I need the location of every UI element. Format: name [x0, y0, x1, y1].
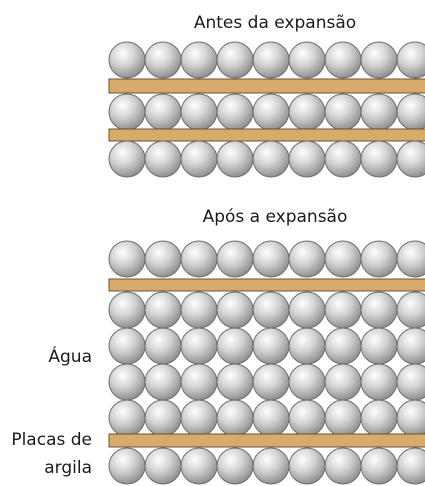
water-sphere — [360, 41, 398, 79]
title-after: Após a expansão — [203, 207, 348, 227]
water-sphere — [144, 447, 182, 485]
water-sphere — [324, 140, 362, 178]
water-sphere — [288, 41, 326, 79]
water-sphere — [144, 327, 182, 365]
water-sphere — [396, 41, 425, 79]
water-sphere — [396, 327, 425, 365]
water-sphere — [108, 327, 146, 365]
water-sphere — [144, 363, 182, 401]
water-sphere — [216, 291, 254, 329]
water-sphere — [288, 447, 326, 485]
water-sphere — [252, 93, 290, 131]
water-sphere — [360, 363, 398, 401]
water-sphere — [216, 240, 254, 278]
water-sphere — [216, 327, 254, 365]
water-sphere — [252, 140, 290, 178]
water-sphere — [252, 41, 290, 79]
water-sphere — [216, 140, 254, 178]
water-sphere — [396, 140, 425, 178]
after-expansion-stack — [108, 240, 425, 485]
water-sphere — [324, 291, 362, 329]
water-sphere — [252, 399, 290, 437]
water-sphere — [216, 93, 254, 131]
water-sphere — [360, 291, 398, 329]
clay-plate — [108, 278, 425, 292]
water-sphere — [288, 240, 326, 278]
water-sphere — [108, 240, 146, 278]
water-sphere — [396, 93, 425, 131]
water-sphere — [324, 363, 362, 401]
water-sphere — [396, 399, 425, 437]
water-sphere — [216, 447, 254, 485]
water-sphere — [288, 93, 326, 131]
water-sphere — [108, 363, 146, 401]
water-sphere — [360, 447, 398, 485]
water-sphere — [180, 93, 218, 131]
water-sphere — [324, 327, 362, 365]
water-sphere — [252, 291, 290, 329]
label-water: Água — [48, 345, 92, 367]
water-sphere — [108, 41, 146, 79]
water-sphere — [180, 140, 218, 178]
label-clay-plates-line1: Placas de — [11, 430, 92, 450]
water-sphere — [144, 93, 182, 131]
water-sphere — [108, 399, 146, 437]
water-sphere — [144, 399, 182, 437]
water-sphere — [180, 240, 218, 278]
clay-plate — [108, 433, 425, 448]
water-sphere — [180, 447, 218, 485]
water-sphere — [252, 363, 290, 401]
water-sphere — [324, 240, 362, 278]
water-sphere — [360, 93, 398, 131]
water-sphere — [108, 93, 146, 131]
water-sphere — [144, 41, 182, 79]
water-sphere — [324, 41, 362, 79]
title-before: Antes da expansão — [194, 13, 356, 33]
water-sphere — [324, 399, 362, 437]
water-sphere — [396, 363, 425, 401]
water-sphere — [360, 140, 398, 178]
water-sphere — [108, 291, 146, 329]
water-sphere — [360, 240, 398, 278]
water-sphere — [144, 291, 182, 329]
water-sphere — [288, 140, 326, 178]
water-sphere — [180, 327, 218, 365]
water-sphere — [396, 447, 425, 485]
water-sphere — [288, 327, 326, 365]
water-sphere — [180, 363, 218, 401]
water-sphere — [180, 41, 218, 79]
water-sphere — [252, 327, 290, 365]
water-sphere — [180, 291, 218, 329]
water-sphere — [216, 363, 254, 401]
water-sphere — [144, 140, 182, 178]
water-sphere — [360, 399, 398, 437]
water-sphere — [216, 41, 254, 79]
water-sphere — [324, 447, 362, 485]
water-sphere — [360, 327, 398, 365]
clay-plate — [108, 128, 425, 142]
water-sphere — [288, 399, 326, 437]
water-sphere — [108, 140, 146, 178]
label-clay-plates-line2: argila — [44, 458, 92, 478]
water-sphere — [252, 447, 290, 485]
water-sphere — [324, 93, 362, 131]
water-sphere — [108, 447, 146, 485]
water-sphere — [396, 240, 425, 278]
water-sphere — [288, 363, 326, 401]
water-sphere — [216, 399, 254, 437]
clay-plate — [108, 78, 425, 94]
water-sphere — [252, 240, 290, 278]
water-sphere — [288, 291, 326, 329]
water-sphere — [180, 399, 218, 437]
water-sphere — [144, 240, 182, 278]
water-sphere — [396, 291, 425, 329]
before-expansion-stack — [108, 41, 425, 178]
